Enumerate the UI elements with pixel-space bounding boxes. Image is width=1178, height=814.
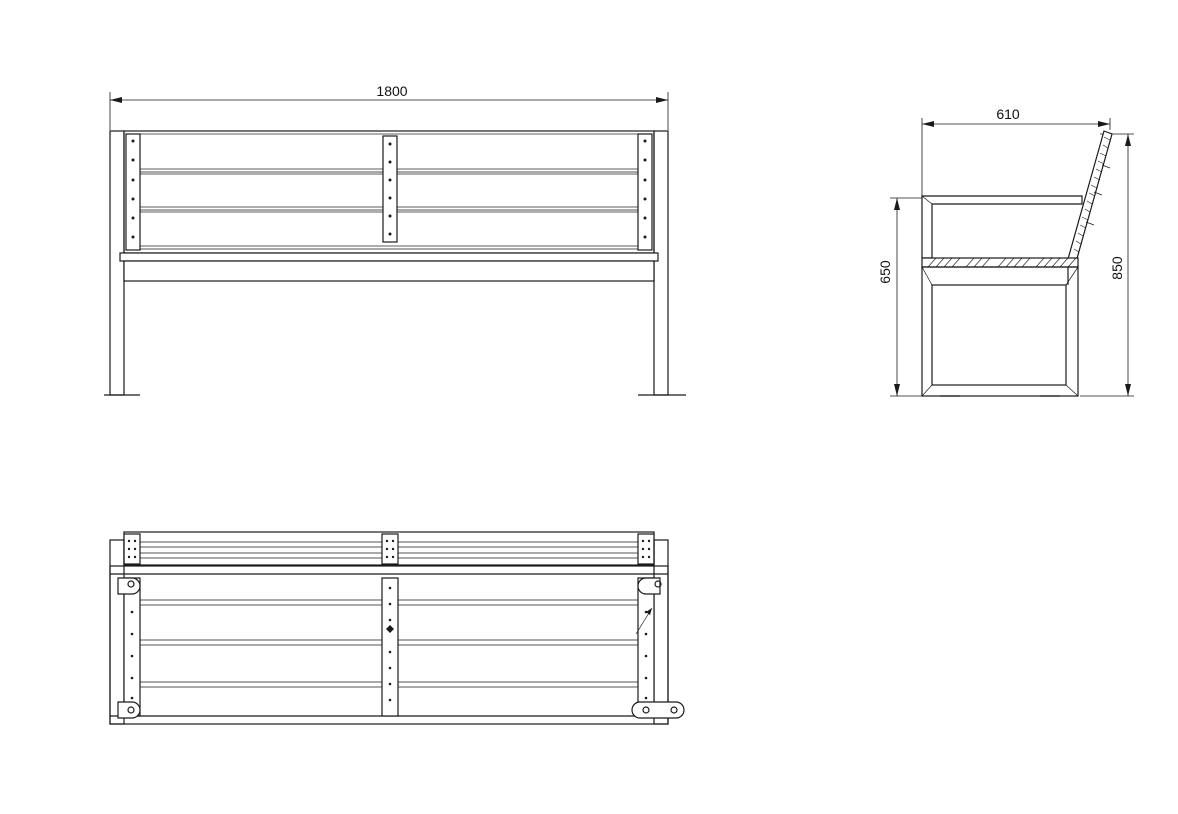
top-left-armrail [109, 539, 125, 725]
front-view: 1800 [104, 83, 686, 396]
front-center-bracket [382, 135, 398, 243]
top-back-center-bracket [381, 533, 399, 565]
top-right-armrail [653, 539, 669, 725]
top-back-left-bracket [123, 533, 141, 565]
side-depth-label: 610 [996, 106, 1020, 122]
side-depth-dimension: 610 [921, 106, 1111, 200]
front-width-label: 1800 [376, 83, 407, 99]
top-view [109, 531, 685, 725]
front-width-dimension: 1800 [109, 83, 669, 130]
top-foot-plates [117, 577, 685, 719]
top-seat-left-support [123, 577, 141, 717]
side-seat-height-dimension: 650 [877, 197, 922, 397]
top-seat-center-support [381, 577, 399, 717]
front-seat-edge [119, 252, 659, 262]
top-seat [109, 565, 669, 725]
side-total-height-label: 850 [1109, 256, 1125, 280]
side-view: 610 650 850 [877, 106, 1134, 397]
top-back-right-bracket [637, 533, 655, 565]
front-left-bracket [125, 133, 141, 251]
side-total-height-dimension: 850 [1080, 133, 1134, 397]
top-seat-right-support [637, 577, 655, 717]
side-seat-height-label: 650 [877, 260, 893, 284]
side-armrest [921, 195, 1083, 259]
front-seat-front-slat [123, 260, 655, 282]
top-center-marker [386, 625, 394, 633]
front-right-post [653, 130, 669, 396]
front-left-post [109, 130, 125, 396]
side-lower-frame-outer [921, 266, 1079, 397]
side-lower-frame-inner [931, 284, 1067, 386]
front-right-bracket [637, 133, 653, 251]
